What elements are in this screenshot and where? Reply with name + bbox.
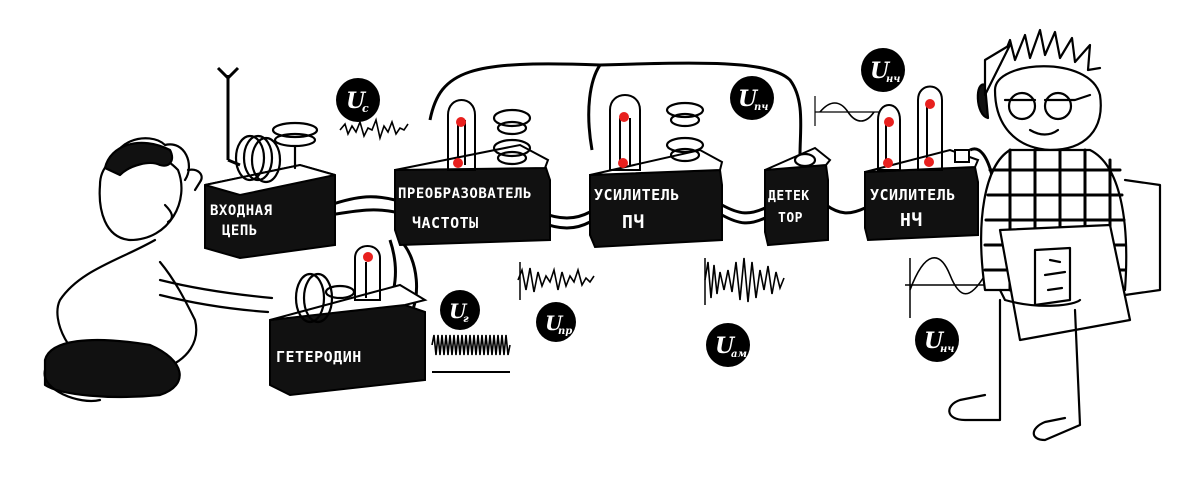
- af-tube-2: [917, 85, 943, 171]
- badge-uc: U c: [336, 78, 380, 122]
- electrode-dot: [884, 117, 894, 127]
- block-detector: ДЕТЕК ТОР: [764, 146, 832, 247]
- af-tube-1: [877, 104, 901, 171]
- badge-unch-bottom: U нч: [915, 318, 959, 362]
- badge-unch-top: U нч: [861, 48, 905, 92]
- block-frequency-converter: ПРЕОБРАЗОВАТЕЛЬ ЧАСТОТЫ: [394, 99, 551, 247]
- waveform-input: [339, 117, 409, 141]
- af-label-1: УСИЛИТЕЛЬ: [870, 186, 956, 204]
- svg-text:нч: нч: [940, 344, 954, 355]
- badge-upr: U пр: [536, 302, 576, 342]
- block-af-amplifier: УСИЛИТЕЛЬ НЧ: [864, 85, 980, 242]
- svg-text:пр: пр: [558, 326, 572, 337]
- oscillator-label: ГЕТЕРОДИН: [276, 348, 362, 366]
- if-tube: [609, 94, 641, 171]
- boy-operator: [43, 137, 274, 403]
- input-label-1: ВХОДНАЯ: [210, 203, 273, 219]
- listener-with-headphones: [948, 28, 1162, 442]
- badge-ug: U г: [440, 290, 480, 330]
- svg-text:ам: ам: [731, 349, 747, 360]
- badge-uam: U ам: [706, 323, 750, 367]
- svg-text:U: U: [449, 299, 468, 323]
- electrode-dot: [924, 157, 934, 167]
- svg-text:U: U: [346, 88, 367, 114]
- block-input-circuit: ВХОДНАЯ ЦЕПЬ: [204, 121, 336, 260]
- input-label-2: ЦЕПЬ: [222, 223, 258, 239]
- svg-text:пч: пч: [754, 102, 768, 113]
- waveform-oscillator: [431, 334, 511, 356]
- detector-label-2: ТОР: [778, 211, 803, 226]
- badge-upch: U пч: [730, 76, 774, 120]
- detector-label-1: ДЕТЕК: [768, 189, 810, 204]
- electrode-dot: [456, 117, 466, 127]
- block-local-oscillator: ГЕТЕРОДИН: [269, 245, 428, 397]
- if-label-2: ПЧ: [622, 212, 645, 233]
- voltage-badges: U c U г U пч U пр U ам U нч: [336, 48, 959, 367]
- electrode-dot: [618, 158, 628, 168]
- svg-text:U: U: [870, 58, 891, 84]
- electrode-dot: [619, 112, 629, 122]
- svg-text:U: U: [738, 86, 759, 112]
- svg-text:г: г: [463, 314, 469, 325]
- electrode-dot: [363, 252, 373, 262]
- af-label-2: НЧ: [900, 210, 923, 231]
- oscillator-tube: [354, 245, 381, 301]
- if-label-1: УСИЛИТЕЛЬ: [594, 186, 680, 204]
- waveform-audio: [909, 257, 986, 295]
- electrode-dot: [453, 158, 463, 168]
- svg-text:U: U: [715, 333, 736, 359]
- converter-label-2: ЧАСТОТЫ: [412, 214, 479, 232]
- svg-text:нч: нч: [886, 74, 900, 85]
- waveform-converter: [517, 266, 595, 293]
- converter-label-1: ПРЕОБРАЗОВАТЕЛЬ: [398, 186, 532, 202]
- electrode-dot: [883, 158, 893, 168]
- svg-text:c: c: [362, 102, 369, 115]
- signal-waveforms: [339, 96, 990, 373]
- svg-text:U: U: [545, 311, 564, 335]
- svg-text:U: U: [924, 328, 945, 354]
- block-if-amplifier: УСИЛИТЕЛЬ ПЧ: [589, 94, 724, 249]
- converter-tube: [447, 99, 476, 171]
- electrode-dot: [925, 99, 935, 109]
- waveform-if: [704, 257, 785, 303]
